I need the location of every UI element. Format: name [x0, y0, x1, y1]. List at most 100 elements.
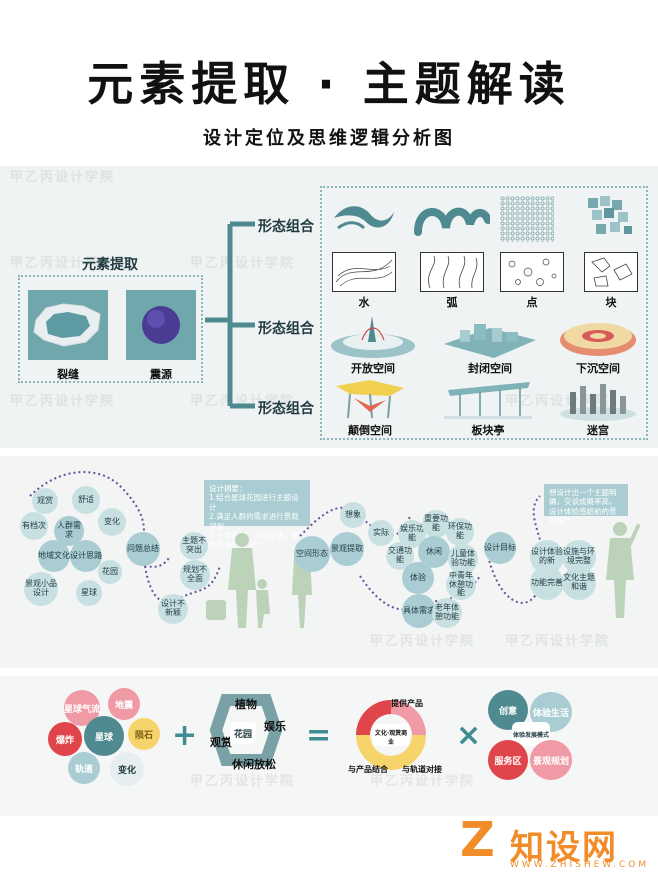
maze-render [560, 384, 636, 421]
node-garden: 花园 [98, 560, 122, 584]
set1-meteorite: 陨石 [128, 718, 160, 750]
node-theme-unclear: 主题不突出 [180, 532, 208, 560]
set4-landscape-planning: 景观规划 [530, 740, 572, 780]
form-label-open-space: 开放空间 [351, 362, 395, 375]
node-sketch-design: 景观小品设计 [24, 572, 58, 606]
set3-orbit-docking: 与轨道对接 [402, 765, 442, 774]
node-planning-incomplete: 规划不全面 [180, 560, 210, 590]
form-label-arc: 弧 [446, 296, 458, 309]
open-space-render [331, 316, 415, 358]
elements-box [18, 275, 203, 383]
brand-logo-name: 知设网 [510, 828, 618, 868]
node-spatial-form: 空间形态 [294, 536, 330, 572]
set1-earthquake: 地震 [108, 688, 140, 720]
closed-space-render [444, 324, 536, 358]
set2-entertainment: 娱乐 [264, 720, 286, 733]
node-comfort: 舒适 [72, 486, 100, 514]
node-key-function: 重要功能 [422, 510, 450, 538]
node-landscape-extraction: 景观提取 [330, 532, 364, 566]
set4-life-experience: 体验生活 [530, 692, 572, 732]
set1-orbit: 轨道 [68, 752, 100, 784]
epicenter-image [126, 290, 196, 360]
watermark: 甲乙丙设计学院 [10, 394, 116, 409]
forms-box [320, 186, 648, 440]
water-sketch [332, 252, 396, 292]
set4-service-area: 服务区 [488, 740, 528, 780]
people-figure-3 [606, 522, 640, 618]
branch-label-3: 形态组合 [258, 401, 314, 417]
brand-logo-mark: Z [460, 812, 495, 868]
node-child-function: 儿童体验功能 [448, 544, 478, 574]
crack-image [28, 290, 108, 360]
arc-icon [414, 207, 490, 236]
node-eco-function: 环保功能 [446, 518, 474, 546]
crack-label: 裂缝 [57, 368, 79, 381]
set3-product-integration: 与产品结合 [348, 765, 388, 774]
watermark: 甲乙丙设计学院 [10, 256, 116, 271]
set4-creativity: 创意 [488, 690, 528, 730]
block-icon [588, 196, 632, 234]
elements-heading: 元素提取 [82, 257, 138, 273]
set2-garden: 花园 [230, 722, 256, 744]
node-change: 变化 [98, 508, 126, 536]
sunken-space-render [560, 323, 636, 356]
arc-sketch [420, 252, 484, 292]
water-icon [334, 206, 394, 230]
set2-plants: 植物 [235, 698, 257, 711]
node-problem-summary: 问题总结 [126, 532, 160, 566]
op-plus: + [172, 718, 198, 753]
node-specific-needs: 具体需求 [402, 594, 436, 628]
watermark: 甲乙丙设计学院 [370, 774, 476, 789]
op-equals: = [306, 718, 332, 753]
design-note-1: 设计拥要： 1.结合星球花园进行主题设计 2.满足人群的需求进行景观规划 3.合… [204, 480, 310, 549]
dot-icon [500, 196, 554, 242]
node-grade: 有档次 [20, 512, 48, 540]
watermark: 甲乙丙设计学院 [505, 634, 611, 649]
design-note-2: 想设计出一个主题明确，交谈成概率高，设计体验感超前的景观设计 [544, 484, 628, 525]
set2-ring [209, 694, 283, 766]
brand-logo-url: WWW.ZHISHEW.COM [510, 860, 650, 870]
op-multiply: × [456, 718, 482, 753]
form-label-water: 水 [358, 296, 370, 309]
inverted-space-render [336, 380, 404, 419]
branch-label-2: 形态组合 [258, 321, 314, 337]
watermark: 甲乙丙设计学院 [190, 394, 296, 409]
watermark: 甲乙丙设计学院 [370, 634, 476, 649]
node-viewing: 观赏 [32, 488, 58, 514]
node-regional-culture: 地域文化 [38, 540, 70, 572]
node-elder-function: 老年体憩功能 [432, 598, 462, 628]
set2-viewing: 观赏 [210, 736, 232, 749]
node-reality: 实际 [368, 520, 394, 546]
branch-connector [205, 221, 255, 409]
watermark: 甲乙丙设计学院 [10, 170, 116, 185]
form-label-dot: 点 [526, 296, 538, 309]
form-label-block: 块 [605, 296, 617, 309]
set1-change: 变化 [110, 752, 144, 786]
node-design-unoriginal: 设计不新颖 [158, 594, 188, 624]
form-label-plate-pavilion: 板块亭 [471, 424, 505, 437]
set3-arrows [356, 700, 426, 770]
node-youth-function: 中青年休憩功能 [446, 570, 476, 600]
set2-relax: 休闲放松 [232, 758, 276, 771]
node-planet: 星球 [76, 580, 102, 606]
node-imagination: 想象 [340, 502, 366, 528]
dot-sketch [500, 252, 564, 292]
node-facility-integrity: 设施与环境完整 [562, 540, 596, 574]
node-design-thinking: 设计思路 [70, 540, 102, 572]
page-title: 元素提取 · 主题解读 [87, 57, 571, 111]
people-figure-1 [206, 533, 270, 628]
set1-explosion: 爆炸 [48, 722, 82, 756]
branch-label-1: 形态组合 [258, 219, 314, 235]
page-subtitle: 设计定位及思维逻辑分析图 [203, 128, 455, 149]
form-label-maze: 迷宫 [587, 424, 609, 437]
plate-pavilion-render [444, 382, 532, 419]
form-label-inverted-space: 颠倒空间 [348, 424, 392, 437]
epicenter-label: 震源 [150, 368, 172, 381]
node-experience: 体验 [402, 562, 434, 594]
set1-planet: 星球 [84, 716, 124, 756]
node-complete-function: 功能完善 [530, 566, 564, 600]
set3-culture-commerce: 文化·观赏商业 [374, 730, 408, 746]
block-sketch [584, 252, 638, 292]
form-label-closed-space: 封闭空间 [468, 362, 512, 375]
watermark: 甲乙丙设计学院 [190, 774, 296, 789]
